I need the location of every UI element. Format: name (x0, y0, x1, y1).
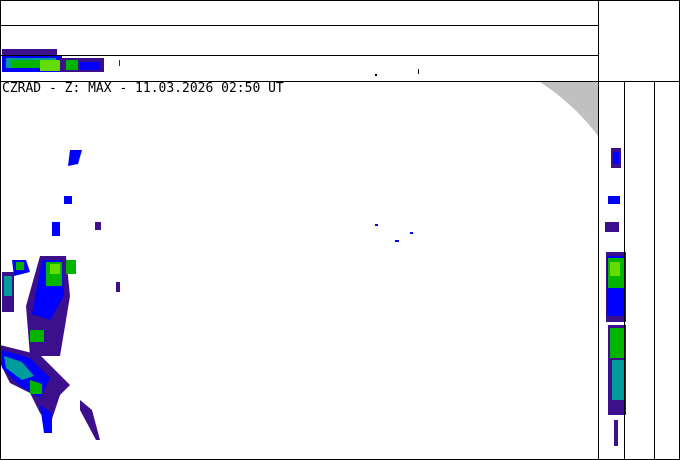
top-projection-echoes (2, 49, 419, 76)
border-left (0, 0, 1, 460)
divider-v3 (654, 81, 655, 460)
divider-v1 (598, 0, 599, 460)
out-of-range-area (540, 82, 598, 136)
divider-h1 (0, 25, 598, 26)
divider-v2 (624, 81, 625, 460)
radar-title: CZRAD - Z: MAX - 11.03.2026 02:50 UT (2, 81, 284, 96)
divider-h2 (0, 55, 598, 56)
border-top (0, 0, 680, 1)
side-projection-echoes (605, 148, 626, 446)
map-echoes (0, 150, 413, 440)
divider-h3 (0, 81, 680, 82)
